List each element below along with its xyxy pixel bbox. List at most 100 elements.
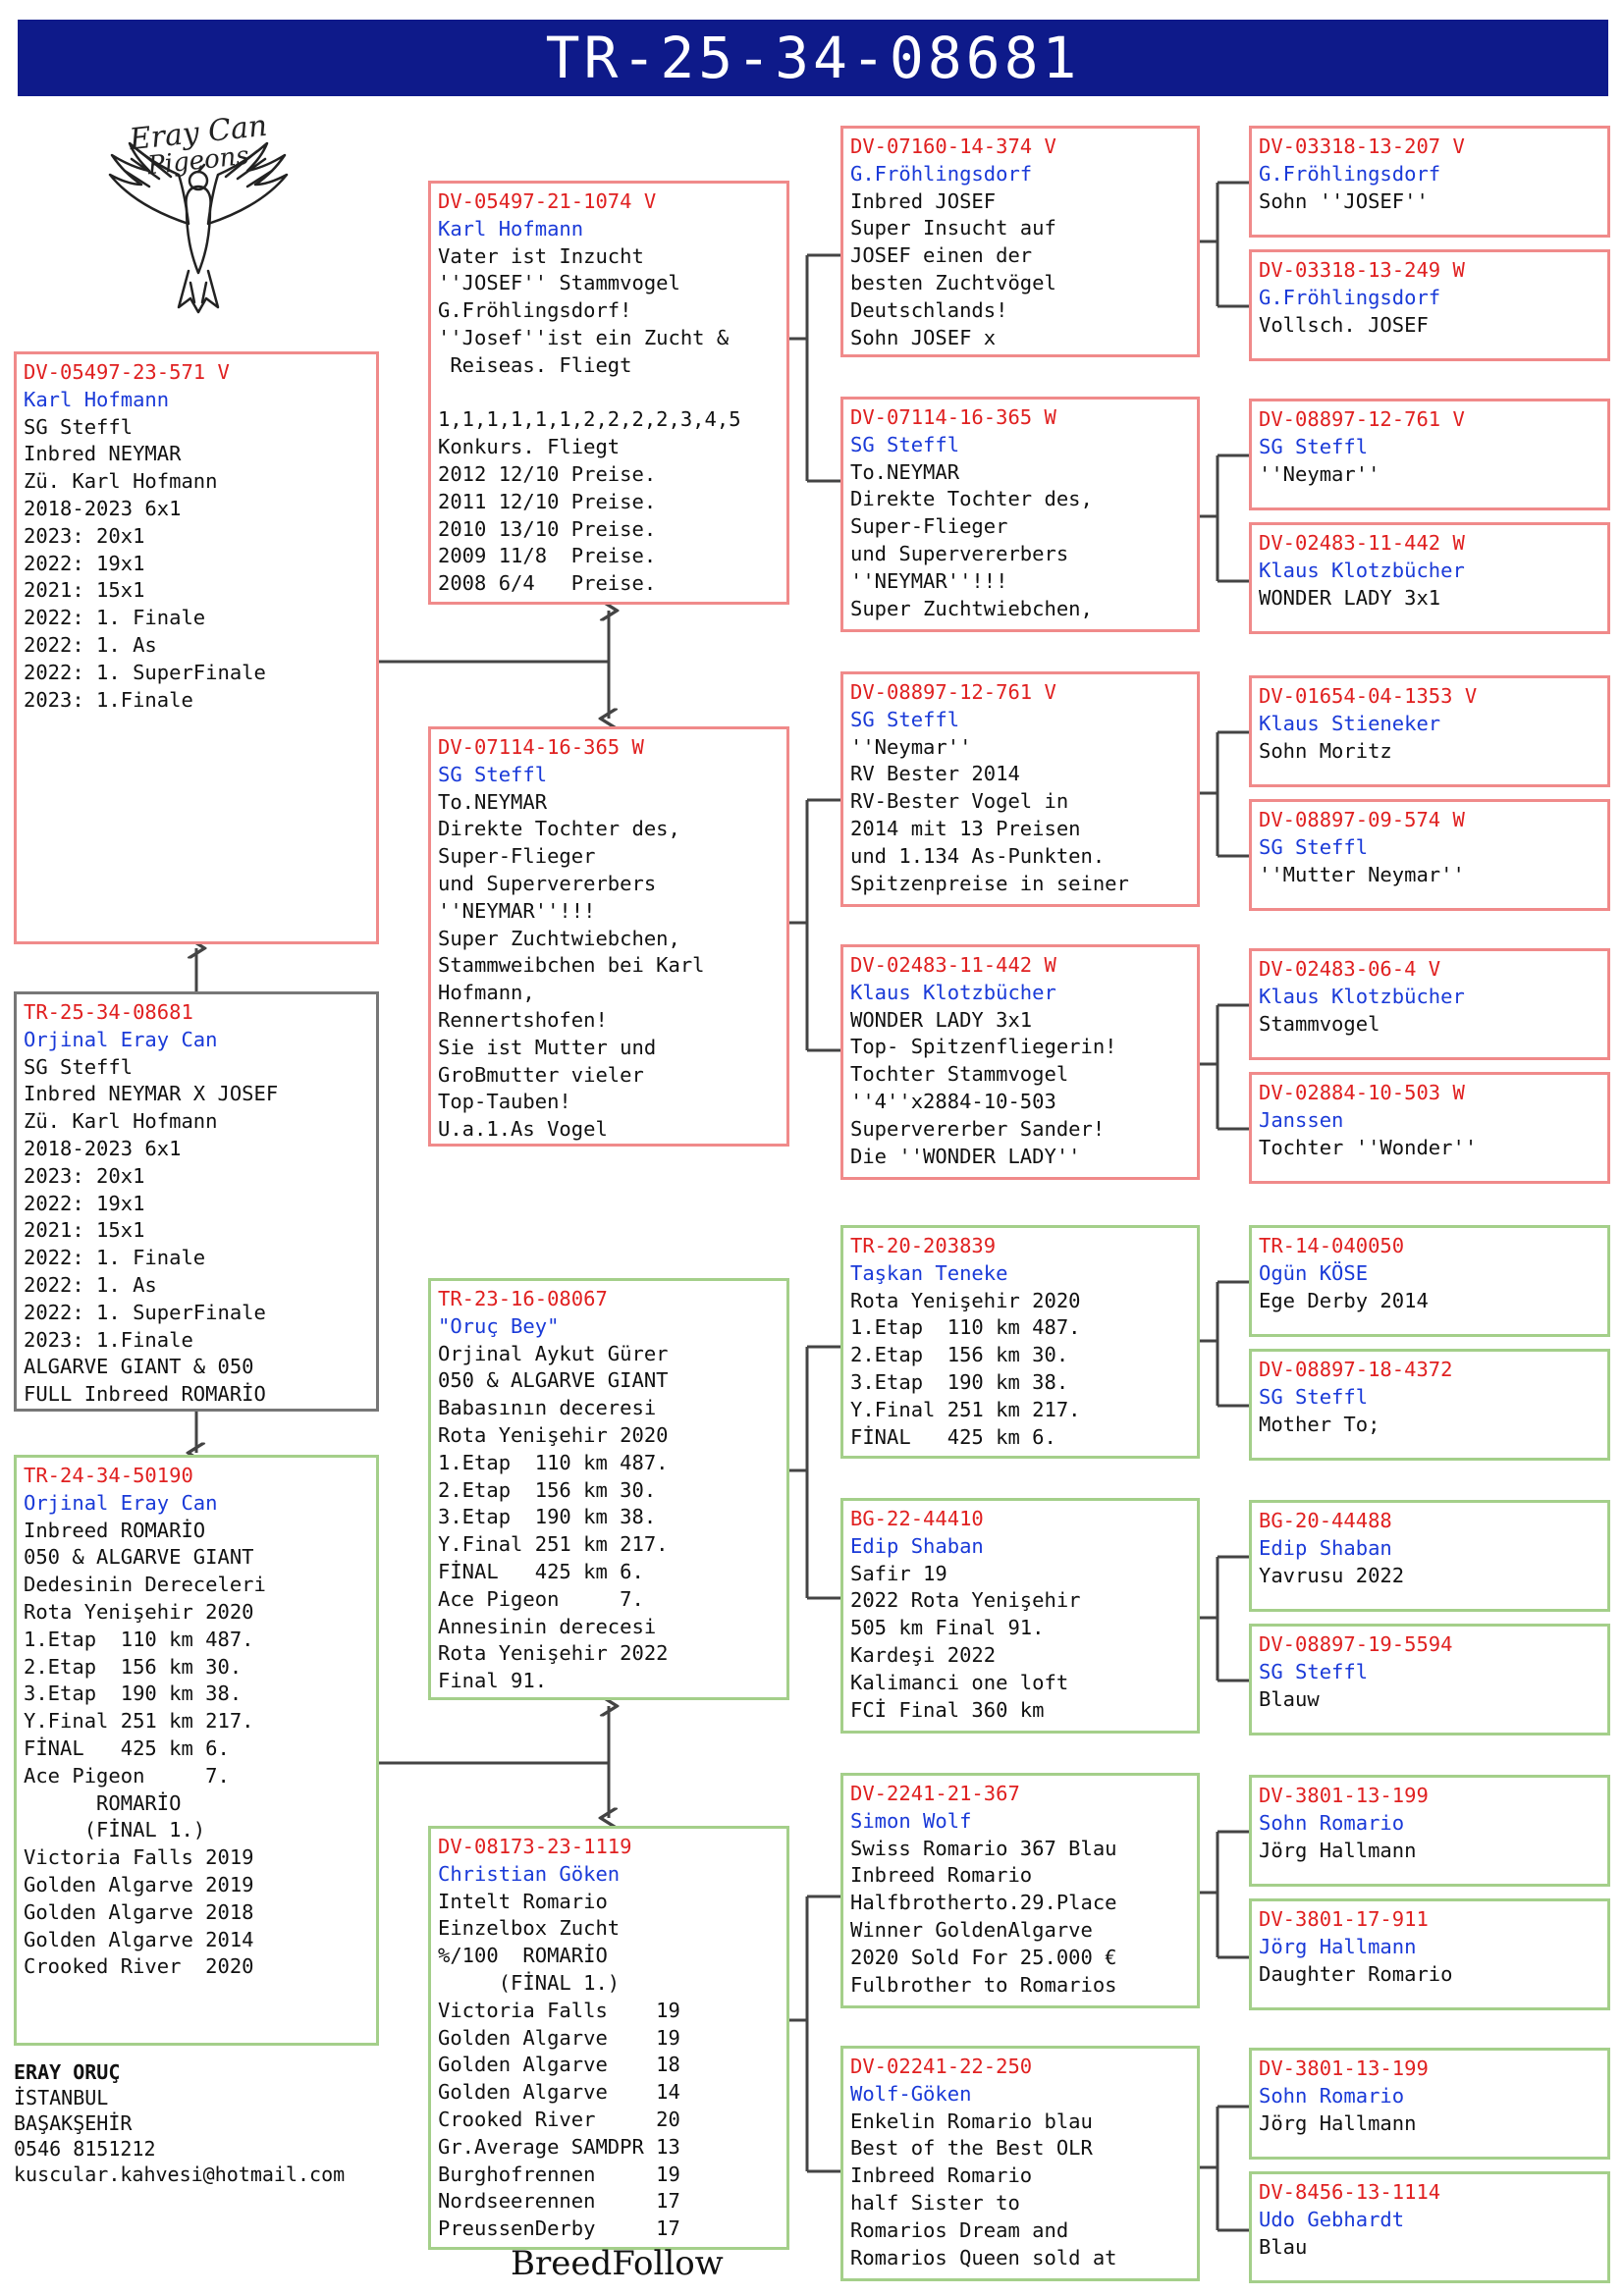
breeder-name: Klaus Stieneker bbox=[1259, 711, 1441, 735]
ring-number: DV-05497-21-1074 V bbox=[438, 189, 657, 213]
card-info-line: Sohn JOSEF x bbox=[850, 325, 997, 349]
card-info-line: Vater ist Inzucht bbox=[438, 243, 644, 268]
card-info-line: 2022: 1. SuperFinale bbox=[24, 1300, 266, 1324]
card-info-line: To.NEYMAR bbox=[850, 459, 960, 484]
card-info-line: 2022: 19x1 bbox=[24, 551, 145, 575]
card-info-line: ''JOSEF'' Stammvogel bbox=[438, 271, 680, 295]
card-info-line: 050 & ALGARVE GIANT bbox=[24, 1545, 254, 1570]
card-info-line: 2023: 1.Finale bbox=[24, 687, 193, 712]
card-info-line: Romarios Dream and bbox=[850, 2217, 1069, 2242]
card-info-line: Deutschlands! bbox=[850, 297, 1008, 322]
card-info-line: Super Zuchtwiebchen, bbox=[438, 926, 680, 950]
card-info-line: ''Neymar'' bbox=[850, 734, 972, 759]
breeder-name: Klaus Klotzbücher bbox=[1259, 984, 1465, 1008]
card-info-line: Rota Yenişehir 2020 bbox=[438, 1422, 669, 1447]
card-info-line: 2.Etap 156 km 30. bbox=[24, 1654, 243, 1679]
card-info-line: Inbred NEYMAR bbox=[24, 442, 182, 466]
ring-number: TR-14-040050 bbox=[1259, 1234, 1405, 1257]
card-info-line: Konkurs. Fliegt bbox=[438, 435, 621, 459]
card-info-line: G.Fröhlingsdorf! bbox=[438, 298, 632, 323]
card-info-line: 2018-2023 6x1 bbox=[24, 496, 182, 520]
breeder-name: "Oruç Bey" bbox=[438, 1313, 560, 1338]
breeder-name: Ogün KÖSE bbox=[1259, 1260, 1369, 1285]
card-info-line: Mother To; bbox=[1259, 1412, 1380, 1436]
ring-number: DV-3801-13-199 bbox=[1259, 2056, 1429, 2080]
card-info-line: 3.Etap 190 km 38. bbox=[24, 1682, 243, 1706]
card-info-line: Sie ist Mutter und bbox=[438, 1035, 657, 1059]
ring-number: DV-3801-17-911 bbox=[1259, 1907, 1429, 1931]
card-info-line: Direkte Tochter des, bbox=[850, 487, 1093, 511]
card-info-line: U.a.1.As Vogel bbox=[438, 1117, 608, 1142]
card-info-line: Hofmann, bbox=[438, 981, 535, 1005]
card-info-line: Stammweibchen bei Karl bbox=[438, 953, 705, 978]
ring-number: DV-08897-18-4372 bbox=[1259, 1358, 1453, 1381]
ring-number: DV-08897-12-761 V bbox=[850, 680, 1056, 704]
breeder-name: Wolf-Göken bbox=[850, 2081, 972, 2106]
card-info-line: ''NEYMAR''!!! bbox=[438, 898, 596, 923]
card-info-line: Die ''WONDER LADY'' bbox=[850, 1144, 1081, 1168]
card-info-line: 2023: 20x1 bbox=[24, 523, 145, 548]
card-info-line: 2022: 1. As bbox=[24, 632, 157, 657]
card-info-line: Golden Algarve 2019 bbox=[24, 1872, 254, 1896]
card-info-line: Kalimanci one loft bbox=[850, 1670, 1069, 1694]
breeder-name: Edip Shaban bbox=[850, 1533, 984, 1558]
ring-number: DV-03318-13-207 V bbox=[1259, 134, 1465, 158]
owner-email[interactable]: kuscular.kahvesi@hotmail.com bbox=[14, 2163, 346, 2186]
ring-number: BG-22-44410 bbox=[850, 1507, 984, 1530]
card-info-line: Y.Final 251 km 217. bbox=[24, 1709, 254, 1734]
card-info-line: Top-Tauben! bbox=[438, 1090, 571, 1114]
owner-phone: 0546 8151212 bbox=[14, 2137, 156, 2161]
card-info-line: Sohn Moritz bbox=[1259, 738, 1392, 763]
ring-number: DV-01654-04-1353 V bbox=[1259, 684, 1478, 708]
card-info-line: Golden Algarve 14 bbox=[438, 2080, 680, 2105]
card-info-line: ''Josef''ist ein Zucht & bbox=[438, 325, 730, 349]
card-info-line: Rota Yenişehir 2020 bbox=[24, 1599, 254, 1624]
card-info-line: Inbreed Romario bbox=[850, 2163, 1033, 2188]
card-info-line: Golden Algarve 18 bbox=[438, 2053, 680, 2077]
card-info-line: Nordseerennen 17 bbox=[438, 2189, 680, 2214]
card-info-line: Direkte Tochter des, bbox=[438, 817, 680, 841]
card-info-line: 2009 11/8 Preise. bbox=[438, 544, 657, 568]
card-info-line: Inbred JOSEF bbox=[850, 188, 997, 213]
breeder-logo: Eray Can Pigeons bbox=[81, 106, 316, 322]
pedigree-card-dam-sire[interactable]: TR-23-16-08067"Oruç Bey"Orjinal Aykut Gü… bbox=[428, 1278, 789, 1700]
card-info-line: 2022: 1. SuperFinale bbox=[24, 660, 266, 684]
card-info-line: 2021: 15x1 bbox=[24, 1218, 145, 1243]
card-info-line: JOSEF einen der bbox=[850, 243, 1033, 268]
breeder-name: G.Fröhlingsdorf bbox=[1259, 285, 1441, 309]
card-info-line: Tochter ''Wonder'' bbox=[1259, 1135, 1478, 1159]
card-info-line: ALGARVE GIANT & 050 bbox=[24, 1355, 254, 1379]
breeder-name: Janssen bbox=[1259, 1107, 1344, 1132]
